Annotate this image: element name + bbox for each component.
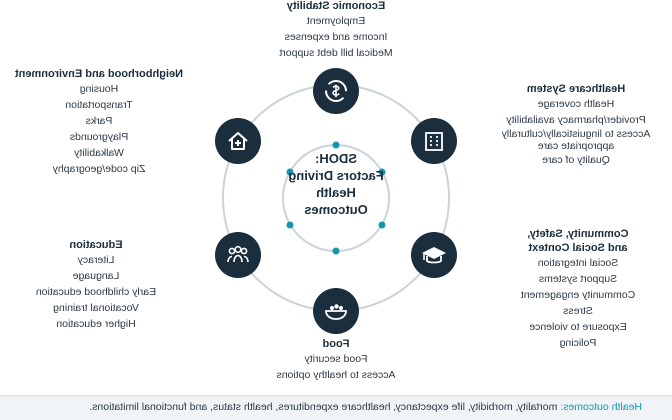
node-neighborhood (411, 118, 457, 164)
domain-item: Support systems (538, 273, 618, 285)
domain-item: Transportation (65, 99, 133, 111)
domain-item: Housing (79, 83, 119, 95)
ring-dot (332, 247, 340, 255)
domain-item: Employment (306, 15, 366, 27)
domain-title: Healthcare System (526, 83, 626, 95)
ring-dot (378, 221, 386, 229)
domain-item: Vocational training (53, 302, 139, 314)
domain-item: Access to linguistically/culturally (501, 128, 651, 140)
node-education (411, 232, 457, 278)
footer-text: Health outcomes: mortality, morbidity, l… (89, 401, 642, 413)
domain-item: Income and expenses (284, 31, 388, 43)
domain-title: and Social Context (528, 242, 628, 254)
center-title: SDOH: Factors Driving Health Outcomes (286, 150, 386, 218)
domain-item: Literacy (77, 254, 115, 266)
domain-title: Community, Safety, (527, 228, 629, 240)
center-line: Factors Driving (288, 168, 384, 183)
footer-bar: Health outcomes: mortality, morbidity, l… (0, 395, 672, 420)
domain-item: appropriate care (537, 140, 615, 152)
domain-item: Parks (85, 115, 113, 127)
people-group-icon (227, 245, 249, 263)
domain-title: Education (69, 239, 123, 251)
domain-item: Zip code/geography (52, 163, 146, 175)
domain-education: Education Literacy Language Early childh… (6, 238, 186, 332)
domain-item: Access to healthy options (276, 369, 396, 381)
domain-item: Social integration (537, 257, 619, 269)
ring-dot (286, 221, 294, 229)
domain-item: Food security (304, 353, 368, 365)
domain-item: Policing (559, 337, 597, 349)
domain-item: Medical bill debt support (279, 47, 393, 59)
domain-food: Food Food security Access to healthy opt… (260, 337, 412, 383)
food-bowl-icon (325, 304, 347, 320)
ring-dot (378, 168, 386, 176)
domain-item: Language (72, 270, 120, 282)
domain-item: Exposure to violence (529, 321, 627, 333)
domain-item: Walkability (74, 147, 124, 159)
domain-item: Playgrounds (69, 131, 129, 143)
domain-item: Early childhood education (35, 286, 157, 298)
domain-item: Quality of care (542, 154, 610, 166)
ring-dot (332, 141, 340, 149)
node-economic (313, 68, 359, 114)
center-line: Outcomes (304, 202, 368, 217)
domain-neighborhood: Neighborhood and Environment Housing Tra… (6, 67, 192, 177)
center-line: Health (316, 185, 356, 200)
domain-item: Health coverage (537, 98, 615, 110)
domain-economic: Economic Stability Employment Income and… (250, 0, 422, 61)
node-community (215, 232, 261, 278)
domain-item: Higher education (56, 318, 136, 330)
domain-healthcare: Healthcare System Health coverage Provid… (486, 82, 666, 168)
domain-item: Provider/pharmacy availability (506, 114, 646, 126)
domain-title: Food (322, 338, 350, 350)
ring-dot (286, 168, 294, 176)
node-food (313, 288, 359, 334)
domain-title: Neighborhood and Environment (14, 68, 184, 80)
domain-item: Stress (563, 305, 593, 317)
node-healthcare (215, 118, 261, 164)
dollar-cycle-icon (325, 80, 347, 102)
domain-item: Community engagement (520, 289, 636, 301)
center-line: SDOH: (315, 151, 357, 166)
domain-title: Economic Stability (286, 0, 386, 12)
domain-community: Community, Safety, and Social Context So… (490, 227, 666, 351)
house-medical-icon (228, 132, 248, 150)
graduation-cap-icon (422, 247, 446, 264)
footer-body: mortality, morbidity, life expectancy, h… (89, 401, 558, 413)
footer-label: Health outcomes: (560, 401, 642, 413)
building-icon (425, 132, 443, 151)
